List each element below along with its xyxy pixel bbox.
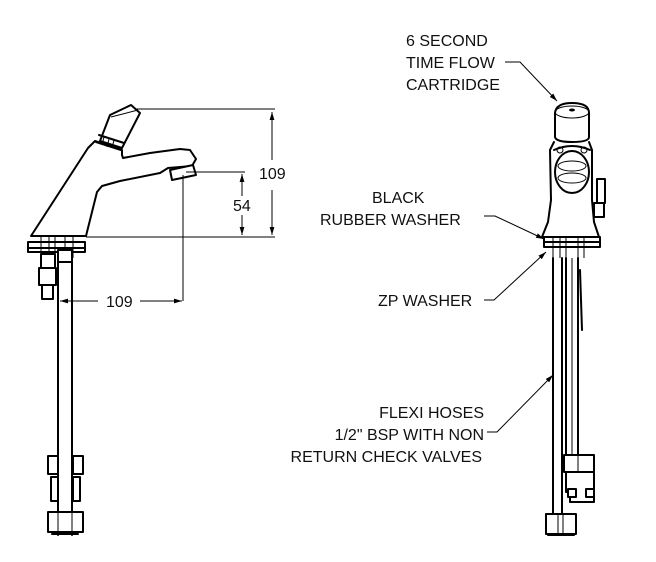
zp-washer <box>543 241 601 248</box>
callout-cartridge-line-2: TIME FLOW <box>406 55 496 72</box>
callout-flexi-hoses-line-3: RETURN CHECK VALVES <box>291 449 482 466</box>
callout-flexi-hoses-line-1: FLEXI HOSES <box>379 405 484 422</box>
spout-reach-dimension: 109 <box>106 294 133 311</box>
callout-flexi-hoses-line-2: 1/2" BSP WITH NON <box>335 427 484 444</box>
cartridge-cap <box>554 102 590 143</box>
spout-height-dimension: 54 <box>233 198 251 215</box>
side-lever <box>596 178 606 204</box>
hose-nut-side <box>47 511 84 533</box>
spout-aerator <box>169 164 197 181</box>
callout-cartridge-line-1: 6 SECOND <box>406 33 488 50</box>
callout-rubber-washer-line-2: RUBBER WASHER <box>320 212 461 229</box>
callout-cartridge: 6 SECOND TIME FLOW CARTRIDGE <box>406 33 558 102</box>
callout-zp-washer: ZP WASHER <box>378 251 547 310</box>
knob-collar <box>95 134 125 151</box>
side-view <box>27 104 197 536</box>
hose-connector-side <box>57 249 73 263</box>
flexi-hose-left <box>552 257 563 521</box>
callout-rubber-washer-line-1: BLACK <box>372 190 425 207</box>
overall-height-dimension: 109 <box>259 166 286 183</box>
front-view <box>541 102 606 536</box>
check-valve-nut <box>563 454 595 473</box>
callout-cartridge-line-3: CARTRIDGE <box>406 77 500 94</box>
hose-nut-front <box>545 513 577 535</box>
spout-front <box>554 150 590 194</box>
callout-flexi-hoses: FLEXI HOSES 1/2" BSP WITH NON RETURN CHE… <box>291 374 554 466</box>
callout-rubber-washer: BLACK RUBBER WASHER <box>320 190 545 240</box>
tap-body-side <box>30 140 197 237</box>
callout-zp-washer-line-1: ZP WASHER <box>378 293 472 310</box>
flexi-hose-side <box>57 261 73 536</box>
dimensions: 109 54 109 <box>60 108 286 311</box>
flexi-hose-right <box>565 257 579 456</box>
